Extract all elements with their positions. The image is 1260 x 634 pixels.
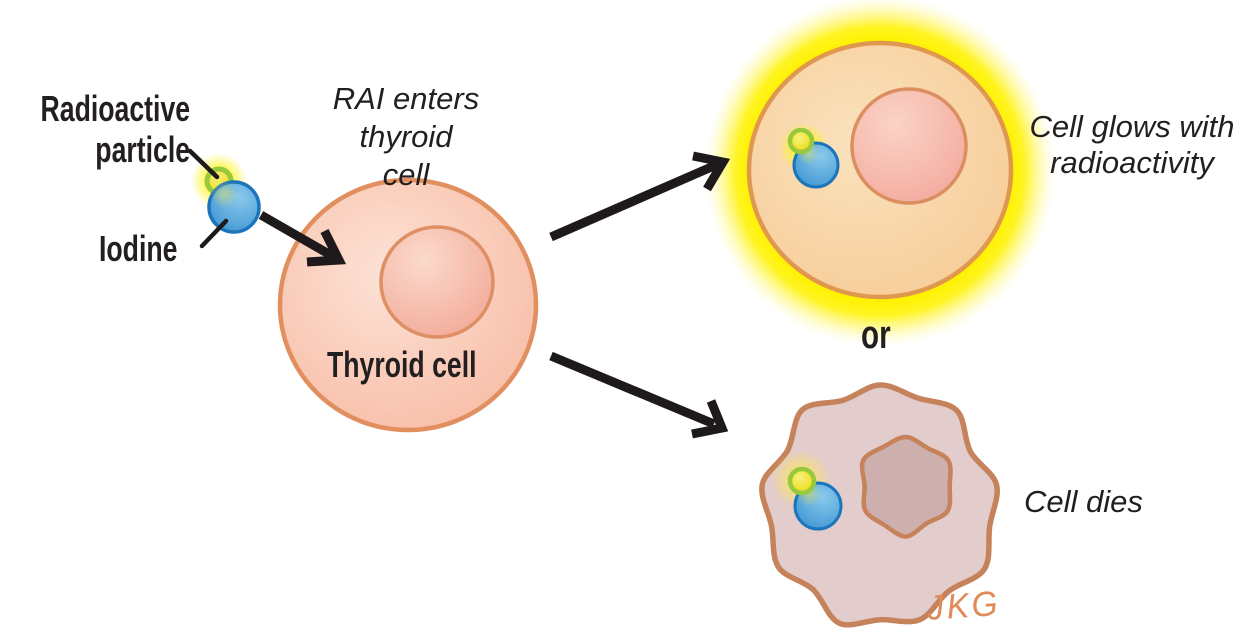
artist-signature: JKG <box>925 583 1002 628</box>
pointer-line-iodine <box>199 218 229 249</box>
arrow-to-glowing-cell <box>549 151 731 242</box>
radioactive-ball <box>787 466 817 496</box>
label-or: or <box>861 313 891 357</box>
arrow-to-dying-cell <box>549 351 729 439</box>
entry-arrow <box>258 211 347 267</box>
glowing-cell-nucleus <box>850 87 968 205</box>
caption-cell-dies: Cell dies <box>1024 484 1143 519</box>
radioactive-ball <box>787 127 815 155</box>
thyroid-cell-nucleus <box>379 225 495 339</box>
pointer-line-particle <box>187 148 220 180</box>
iodine-haze <box>210 180 238 208</box>
caption-rai-enters-thyroid-cell: RAI enters thyroid cell <box>332 81 480 192</box>
label-radioactive-particle: Radioactive particle <box>40 88 190 171</box>
rai-particle-in-dying-cell <box>771 450 843 531</box>
label-thyroid-cell: Thyroid cell <box>327 344 477 385</box>
rai-particle-in-glowing-cell <box>779 123 840 189</box>
caption-cell-glows-with-radioactivity: Cell glows with radioactivity <box>1029 109 1235 180</box>
label-iodine: Iodine <box>99 228 178 269</box>
dying-cell-nucleus <box>859 434 953 539</box>
